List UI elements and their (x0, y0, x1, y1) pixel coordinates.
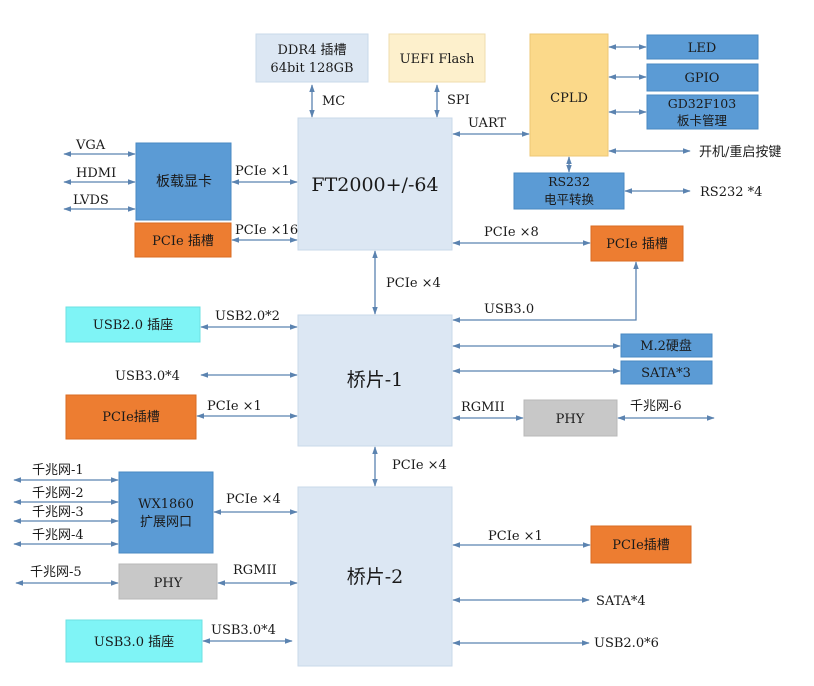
bridge2-pcie1-label: PCIe ×1 (488, 529, 543, 544)
uart-label: UART (468, 116, 507, 131)
rs232-ports-label: RS232 *4 (700, 185, 762, 200)
rs232-label-line2: 电平转换 (544, 192, 595, 207)
power-button-label: 开机/重启按键 (699, 144, 781, 160)
usb20x6-label: USB2.0*6 (594, 636, 659, 651)
sata4-label: SATA*4 (596, 594, 646, 609)
cpu-label: FT2000+/-64 (311, 174, 438, 196)
gd32-label-line2: 板卡管理 (677, 113, 728, 128)
bridge1-label: 桥片-1 (347, 369, 404, 391)
gd32-label-line1: GD32F103 (668, 96, 736, 111)
led-label: LED (688, 41, 717, 56)
hdmi-label: HDMI (76, 166, 116, 181)
bridge1-block: 桥片-1 (297, 314, 453, 447)
bridge2-pcie-slot-block: PCIe插槽 (590, 525, 692, 564)
usb2-socket-block: USB2.0 插座 (65, 306, 201, 343)
cpu-bridge1-label: PCIe ×4 (386, 276, 441, 291)
wx1860-label-line1: WX1860 (138, 497, 194, 512)
onboard-gpu-block: 板载显卡 (135, 142, 232, 221)
phy1-label: PHY (556, 412, 585, 427)
phy1-block: PHY (523, 399, 618, 437)
usb30-bridge1-label: USB3.0 (484, 302, 534, 317)
slot-pcie8-label: PCIe ×8 (484, 225, 539, 240)
wx-pcie4-label: PCIe ×4 (226, 492, 281, 507)
bridge1-pcie-slot-label: PCIe插槽 (102, 410, 160, 425)
ddr4-label-line2: 64bit 128GB (270, 61, 353, 76)
cpu-block: FT2000+/-64 (297, 117, 453, 251)
wx1860-nic-block: WX1860 扩展网口 (118, 471, 214, 554)
gbe6-label: 千兆网-6 (630, 399, 682, 414)
phy2-label: PHY (154, 576, 183, 591)
gpio-label: GPIO (685, 71, 720, 86)
lvds-label: LVDS (73, 193, 109, 208)
pcie-x8-slot-block: PCIe 插槽 (590, 225, 684, 262)
vga-label: VGA (75, 138, 106, 153)
uefi-flash-label: UEFI Flash (400, 52, 475, 67)
ddr4-label-line1: DDR4 插槽 (277, 43, 346, 58)
slot-pcie16-label: PCIe ×16 (235, 223, 298, 238)
sata3-block: SATA*3 (620, 360, 713, 385)
usb3-socket-block: USB3.0 插座 (65, 619, 203, 663)
m2-disk-label: M.2硬盘 (640, 338, 692, 354)
bridge2-block: 桥片-2 (297, 486, 453, 667)
mc-label: MC (322, 94, 345, 109)
rgmii2-label: RGMII (233, 563, 277, 578)
gbe5-label: 千兆网-5 (30, 565, 82, 580)
wx1860-label-line2: 扩展网口 (140, 515, 192, 530)
gpu-label: 板载显卡 (156, 174, 212, 190)
gbe2-label: 千兆网-2 (32, 486, 84, 501)
rgmii1-label: RGMII (461, 400, 505, 415)
gbe3-label: 千兆网-3 (32, 505, 84, 520)
pcie-x16-slot-block: PCIe 插槽 (134, 222, 232, 258)
bridge1-usb30-link (452, 261, 639, 323)
uefi-flash-block: UEFI Flash (388, 33, 486, 83)
rs232-converter-block: RS232 电平转换 (513, 172, 625, 210)
m2-disk-block: M.2硬盘 (620, 333, 713, 358)
pcie-x8-slot-label: PCIe 插槽 (606, 237, 668, 252)
led-block: LED (646, 34, 759, 60)
bridge1-pcie-slot-block: PCIe插槽 (65, 394, 197, 440)
bridge1-pcie1-label: PCIe ×1 (207, 399, 262, 414)
bridge2-pcie-slot-label: PCIe插槽 (612, 538, 670, 553)
gbe4-label: 千兆网-4 (32, 528, 84, 543)
spi-label: SPI (447, 93, 470, 108)
rs232-label-line1: RS232 (548, 174, 590, 189)
usb20x2-label: USB2.0*2 (215, 309, 280, 324)
bridge2-label: 桥片-2 (347, 566, 404, 588)
ddr4-slot-block: DDR4 插槽 64bit 128GB (255, 33, 369, 83)
gpio-block: GPIO (646, 63, 759, 92)
usb30x4-left-label: USB3.0*4 (115, 369, 180, 384)
cpld-label: CPLD (550, 91, 588, 106)
sata3-label: SATA*3 (641, 366, 691, 381)
gbe1-label: 千兆网-1 (32, 463, 84, 478)
gd32-block: GD32F103 板卡管理 (646, 94, 759, 130)
gpu-pcie-label: PCIe ×1 (235, 164, 290, 179)
pcie-x16-slot-label: PCIe 插槽 (152, 234, 214, 249)
phy2-block: PHY (118, 563, 218, 600)
bridge1-bridge2-label: PCIe ×4 (392, 458, 447, 473)
usb3-socket-label: USB3.0 插座 (94, 635, 174, 650)
usb2-socket-label: USB2.0 插座 (93, 318, 173, 333)
cpld-block: CPLD (529, 33, 609, 157)
usb30x4-b2-label: USB3.0*4 (211, 623, 276, 638)
